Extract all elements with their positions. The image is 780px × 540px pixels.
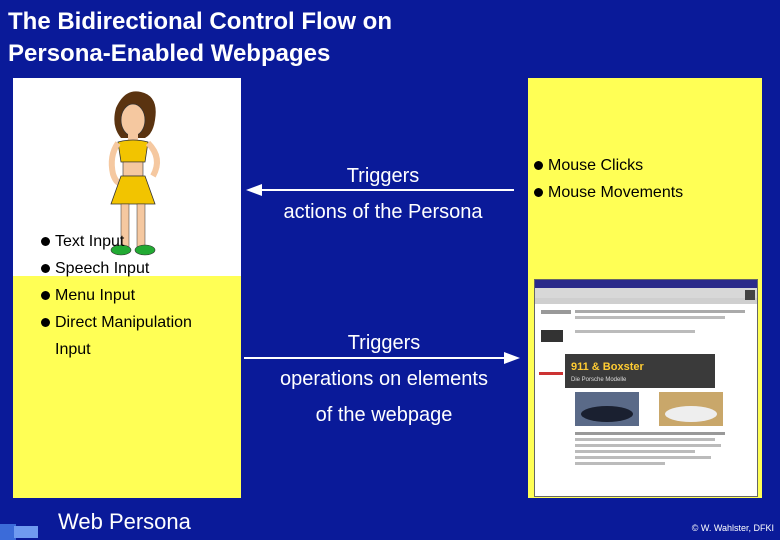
bullet-direct-manipulation: Direct Manipulation (41, 309, 192, 336)
arrow-bottom-label: Triggers operations on elements of the w… (250, 325, 518, 433)
arrow-top-head (246, 184, 262, 196)
persona-figure-area (13, 78, 241, 276)
bullet-text-input: Text Input (41, 228, 192, 255)
bullet-mouse-clicks: Mouse Clicks (534, 152, 683, 179)
webpage-heading: 911 & Boxster (571, 361, 644, 373)
webpage-screenshot: 911 & Boxster Die Porsche Modelle (534, 279, 758, 497)
title-line-2: Persona-Enabled Webpages (8, 40, 331, 67)
web-persona-label: Web Persona (58, 509, 191, 534)
mouse-event-list: Mouse Clicks Mouse Movements (534, 152, 683, 206)
arrow-bottom-line3: of the webpage (315, 404, 453, 426)
arrow-bottom-line1: Triggers (347, 332, 421, 354)
arrow-top-line1: Triggers (346, 165, 420, 187)
copyright-notice: © W. Wahlster, DFKI (691, 523, 774, 533)
arrow-top-label: Triggers actions of the Persona (258, 158, 508, 230)
bullet-menu-input: Menu Input (41, 282, 192, 309)
arrow-bottom-line2: operations on elements (280, 368, 488, 390)
persona-input-list: Text Input Speech Input Menu Input Direc… (41, 228, 192, 363)
bullet-mouse-movements: Mouse Movements (534, 179, 683, 206)
bullet-speech-input: Speech Input (41, 255, 192, 282)
arrow-bottom-head (504, 352, 520, 364)
webpage-subheading: Die Porsche Modelle (571, 377, 627, 383)
persona-panel (13, 78, 241, 498)
bullet-direct-manipulation-cont: Input (55, 341, 91, 358)
slide-title: The Bidirectional Control Flow on Person… (8, 6, 392, 70)
arrow-top-line2: actions of the Persona (283, 201, 483, 223)
persona-figure (108, 91, 160, 256)
dfki-logo-icon (0, 524, 38, 540)
persona-input-area (13, 276, 241, 498)
webpage-screenshot-graphic: 911 & Boxster Die Porsche Modelle (535, 280, 757, 465)
title-line-1: The Bidirectional Control Flow on (8, 8, 392, 35)
